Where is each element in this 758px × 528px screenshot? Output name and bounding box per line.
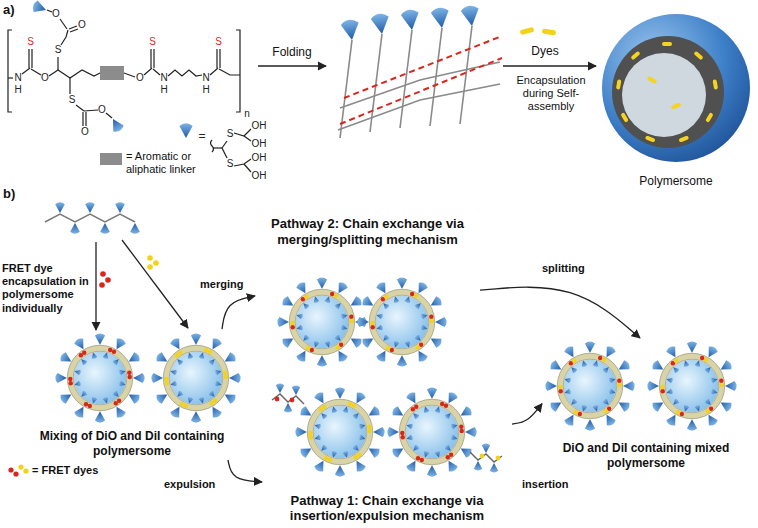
legend-text: = FRET dyes [32, 464, 98, 477]
label-anchor: Folding [262, 45, 322, 59]
panel-letter: b) [3, 186, 15, 202]
node-caption: DiO and DiI containing mixed polymersome [546, 441, 746, 470]
label-anchor: OH [252, 120, 267, 132]
panel-letter: a) [3, 2, 15, 18]
label-anchor: O [52, 8, 60, 20]
atom-label: S [215, 36, 222, 48]
polymersome-pair: Mixing of DiO and DiI containing polymer… [12, 329, 252, 460]
merged-polymersomes: Pathway 2: Chain exchange via merging/sp… [255, 214, 480, 376]
atom-label: S [27, 36, 34, 48]
flow-arrow [228, 460, 262, 482]
atom-label: N [14, 72, 21, 84]
flow-arrow [512, 404, 542, 424]
atom-label: OH [252, 120, 267, 132]
edge-label-anchor: merging [198, 278, 245, 291]
edge-label-anchor: expulsion [162, 478, 217, 491]
label-anchor: b) [3, 186, 15, 202]
label-anchor: a) [3, 2, 15, 18]
label-anchor: Encapsulation during Self-assembly [505, 74, 597, 114]
node-caption: Polymersome [639, 174, 712, 188]
label-anchor: H [160, 84, 167, 96]
atom-label: H [202, 84, 209, 96]
atom-label: OH [252, 138, 267, 150]
step-label: Encapsulation during Self-assembly [505, 74, 597, 114]
label-anchor: O [136, 72, 144, 84]
label-anchor: OH [252, 152, 267, 164]
legend-swatch [100, 153, 122, 165]
edge-label: splitting [540, 262, 587, 275]
label-anchor: O [78, 19, 86, 31]
edge-label: insertion [520, 478, 570, 491]
atom-label: H [14, 84, 21, 96]
label-anchor: n [244, 108, 250, 120]
label-anchor: N [14, 72, 21, 84]
equals-sign: = [198, 129, 205, 143]
legend-text: = Aromatic or aliphatic linker [126, 150, 210, 176]
label-anchor: S [149, 36, 156, 48]
atom-label: O [81, 126, 89, 138]
label-anchor: O [41, 72, 49, 84]
atom-label: S [227, 158, 234, 170]
label-anchor: FRET dye encapsulation in polymersome in… [2, 262, 92, 315]
label-anchor: O [98, 104, 106, 116]
label-anchor: N [202, 72, 209, 84]
edge-label: merging [198, 278, 245, 291]
edge-label-anchor: splitting [540, 262, 587, 275]
polymersome-figure: Polymersome [598, 8, 754, 190]
node-caption: Mixing of DiO and DiI containing polymer… [16, 429, 248, 458]
step-label: Dyes [520, 44, 570, 58]
atom-label: O [98, 104, 106, 116]
atom-label: S [69, 94, 76, 106]
atom-label: OH [252, 170, 267, 182]
legend-anchor: = FRET dyes [32, 464, 98, 477]
atom-label: H [160, 84, 167, 96]
step-label: Folding [262, 45, 322, 59]
flow-arrow [222, 296, 255, 329]
atom-label: O [78, 19, 86, 31]
label-anchor: H [202, 84, 209, 96]
label-anchor: S [215, 36, 222, 48]
atom-label: S [227, 128, 234, 140]
edge-label: expulsion [162, 478, 217, 491]
note-text: FRET dye encapsulation in polymersome in… [2, 262, 92, 315]
legend-anchor: = Aromatic or aliphatic linker [126, 150, 210, 176]
label-anchor: O [81, 126, 89, 138]
label-anchor: S [227, 128, 234, 140]
label-anchor: S [27, 36, 34, 48]
label-anchor: Dyes [520, 44, 570, 58]
label-anchor: H [14, 84, 21, 96]
label-anchor: S [55, 44, 62, 56]
atom-label: N [160, 72, 167, 84]
atom-label: N [202, 72, 209, 84]
label-anchor: OH [252, 170, 267, 182]
node-caption: Pathway 1: Chain exchange via insertion/… [266, 493, 508, 524]
node-caption: Pathway 2: Chain exchange via merging/sp… [259, 216, 476, 247]
edge-label-anchor: insertion [520, 478, 570, 491]
flow-arrow [480, 287, 640, 338]
atom-label: OH [252, 152, 267, 164]
mixed-polymersomes: DiO and DiI containing mixed polymersome [542, 338, 750, 472]
label-anchor: N [160, 72, 167, 84]
exchange-polymersomes: Pathway 1: Chain exchange via insertion/… [262, 385, 512, 526]
atom-label: n [244, 108, 250, 120]
atom-label: O [136, 72, 144, 84]
label-anchor: = [198, 129, 205, 143]
label-anchor: S [69, 94, 76, 106]
atom-label: O [41, 72, 49, 84]
atom-label: O [52, 8, 60, 20]
atom-label: S [55, 44, 62, 56]
label-anchor: S [227, 158, 234, 170]
atom-label: S [149, 36, 156, 48]
label-anchor: OH [252, 138, 267, 150]
